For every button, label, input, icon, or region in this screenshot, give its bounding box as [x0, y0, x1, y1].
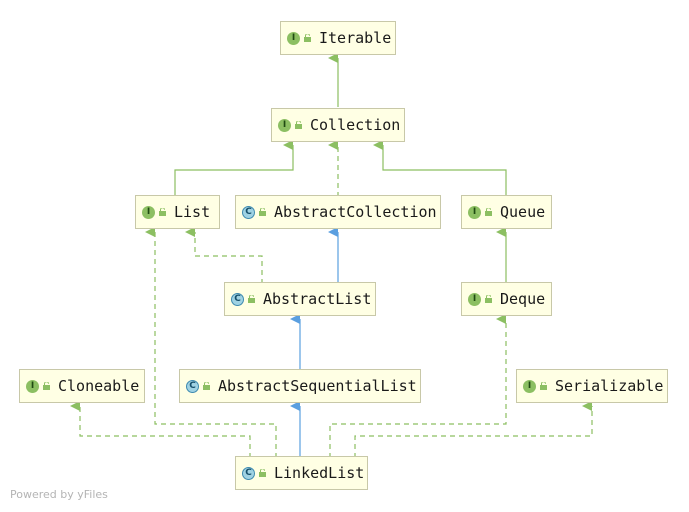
- edge-linkedlist-to-deque: [329, 314, 507, 458]
- node-deque[interactable]: I Deque: [461, 282, 552, 316]
- interface-icon: I: [278, 118, 291, 132]
- node-label: AbstractList: [263, 290, 372, 308]
- interface-icon: I: [287, 31, 300, 45]
- node-collection[interactable]: I Collection: [271, 108, 405, 142]
- node-label: Deque: [500, 290, 546, 308]
- node-label: Serializable: [555, 377, 664, 395]
- node-label: AbstractSequentialList: [218, 377, 417, 395]
- interface-icon: I: [142, 205, 155, 219]
- node-iterable[interactable]: I Iterable: [280, 21, 396, 55]
- node-label: Collection: [310, 116, 401, 134]
- lock-icon: [485, 295, 492, 303]
- node-abstract-list[interactable]: C AbstractList: [224, 282, 376, 316]
- lock-icon: [259, 469, 266, 477]
- interface-icon: I: [468, 292, 481, 306]
- class-icon: C: [231, 292, 244, 306]
- powered-by-footer: Powered by yFiles: [10, 488, 108, 501]
- edge-linkedlist-to-serializable: [354, 401, 593, 458]
- lock-icon: [540, 382, 547, 390]
- node-label: List: [174, 203, 211, 221]
- node-serializable[interactable]: I Serializable: [516, 369, 668, 403]
- edge-abstractlist-to-list: [185, 227, 263, 284]
- interface-icon: I: [26, 379, 39, 393]
- edge-list-to-collection: [174, 140, 294, 197]
- lock-icon: [43, 382, 50, 390]
- node-queue[interactable]: I Queue: [461, 195, 552, 229]
- node-linked-list[interactable]: C LinkedList: [235, 456, 368, 490]
- node-cloneable[interactable]: I Cloneable: [19, 369, 145, 403]
- lock-icon: [159, 208, 166, 216]
- lock-icon: [295, 121, 302, 129]
- lock-icon: [259, 208, 266, 216]
- class-icon: C: [242, 205, 255, 219]
- lock-icon: [248, 295, 255, 303]
- node-label: Cloneable: [58, 377, 140, 395]
- class-icon: C: [186, 379, 199, 393]
- edge-linkedlist-to-cloneable: [70, 401, 251, 458]
- lock-icon: [485, 208, 492, 216]
- lock-icon: [203, 382, 210, 390]
- interface-icon: I: [523, 379, 536, 393]
- interface-icon: I: [468, 205, 481, 219]
- node-abstract-sequential-list[interactable]: C AbstractSequentialList: [179, 369, 421, 403]
- node-label: Queue: [500, 203, 546, 221]
- node-list[interactable]: I List: [135, 195, 220, 229]
- lock-icon: [304, 34, 311, 42]
- edge-linkedlist-to-list: [145, 227, 277, 458]
- node-abstract-collection[interactable]: C AbstractCollection: [235, 195, 441, 229]
- node-label: Iterable: [319, 29, 392, 47]
- class-icon: C: [242, 466, 255, 480]
- edge-queue-to-collection: [373, 140, 507, 197]
- node-label: LinkedList: [274, 464, 365, 482]
- node-label: AbstractCollection: [274, 203, 437, 221]
